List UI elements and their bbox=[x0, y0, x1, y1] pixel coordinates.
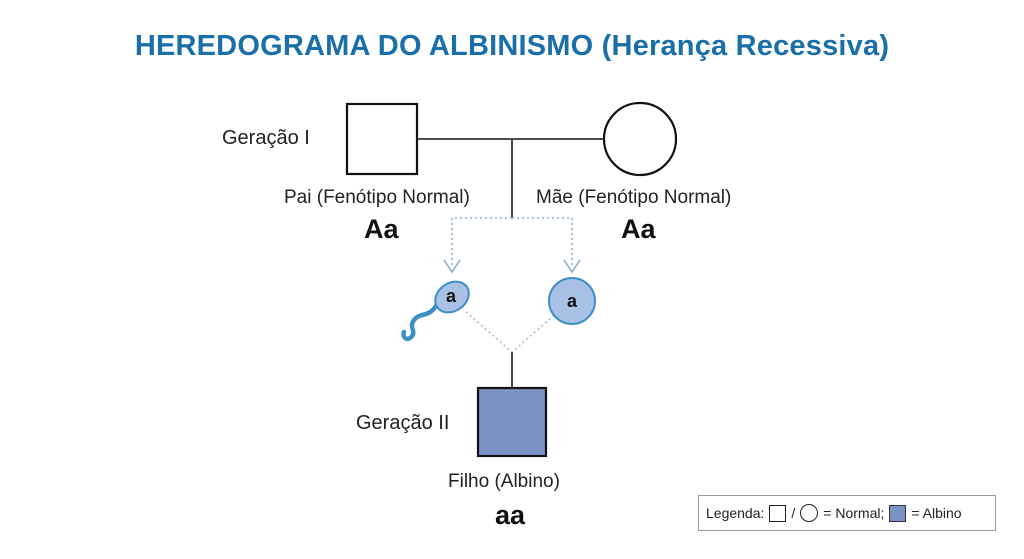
sperm-icon bbox=[401, 280, 470, 342]
father-label: Pai (Fenótipo Normal) bbox=[284, 187, 470, 208]
child-symbol bbox=[476, 386, 548, 458]
legend-affected-icon bbox=[889, 504, 907, 522]
child-label: Filho (Albino) bbox=[448, 471, 560, 492]
mother-genotype: Aa bbox=[621, 214, 656, 244]
child-genotype: aa bbox=[495, 500, 526, 530]
page-title: HEREDOGRAMA DO ALBINISMO (Herança Recess… bbox=[134, 30, 890, 62]
egg-allele: a bbox=[567, 291, 578, 311]
father-genotype: Aa bbox=[364, 214, 399, 244]
gamete-arrows bbox=[443, 217, 581, 274]
legend-normal-text: = Normal; bbox=[823, 505, 885, 521]
legend: Legenda: / = Normal; = Albino bbox=[698, 495, 996, 531]
mother-label: Mãe (Fenótipo Normal) bbox=[536, 187, 732, 208]
legend-prefix: Legenda: bbox=[706, 505, 765, 521]
legend-square-icon bbox=[769, 504, 787, 522]
legend-separator: / bbox=[791, 505, 796, 521]
sperm-allele: a bbox=[446, 286, 457, 306]
egg-icon bbox=[548, 277, 596, 325]
legend-albino-text: = Albino bbox=[911, 505, 962, 521]
father-symbol bbox=[345, 102, 419, 176]
generation-2-label: Geração II bbox=[356, 412, 450, 434]
fertilization-lines bbox=[465, 311, 559, 353]
legend-circle-icon bbox=[800, 504, 819, 522]
generation-1-label: Geração I bbox=[222, 127, 310, 149]
mother-symbol bbox=[602, 101, 678, 177]
